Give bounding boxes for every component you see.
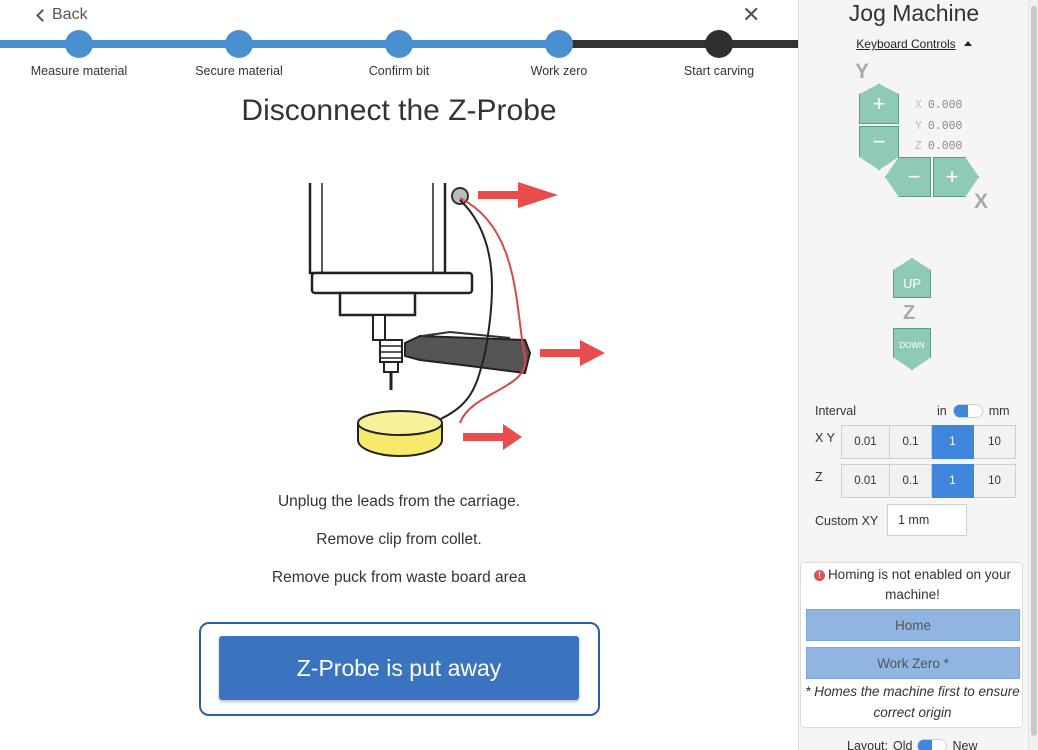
homing-note: * Homes the machine first to ensure corr… xyxy=(805,684,1020,720)
interval-label: Interval xyxy=(815,404,856,418)
z-interval-label: Z xyxy=(815,470,823,484)
step-dot xyxy=(545,30,573,58)
back-label: Back xyxy=(52,6,88,23)
step-label: Confirm bit xyxy=(368,64,430,78)
jog-x-minus-button[interactable]: − xyxy=(885,157,931,197)
work-zero-button[interactable]: Work Zero * xyxy=(806,647,1020,679)
unit-toggle[interactable] xyxy=(952,404,983,418)
layout-label: Layout: xyxy=(847,739,889,750)
plus-icon: + xyxy=(945,164,959,189)
minus-icon: − xyxy=(872,129,886,154)
step-work-zero: Work zero xyxy=(479,30,639,78)
axis-x-label: X xyxy=(974,190,989,213)
stepper-track-complete xyxy=(0,40,560,48)
step-secure-material: Secure material xyxy=(159,30,319,78)
pos-z-value: 0.000 xyxy=(927,140,963,153)
jog-y-minus-button[interactable]: − xyxy=(859,126,899,170)
step-confirm-bit: Confirm bit xyxy=(319,30,479,78)
xy-interval-option[interactable]: 0.1 xyxy=(890,425,932,459)
homing-warning: !Homing is not enabled on your machine! xyxy=(801,565,1024,605)
step-label: Measure material xyxy=(30,64,128,78)
unit-in-label: in xyxy=(937,404,947,418)
custom-xy-label: Custom XY xyxy=(815,514,879,528)
z-interval-option[interactable]: 10 xyxy=(974,464,1016,498)
layout-new-label: New xyxy=(952,739,978,750)
step-dot xyxy=(705,30,733,58)
step-dot xyxy=(225,30,253,58)
layout-switch: Layout: Old New xyxy=(847,739,977,750)
keyboard-controls-toggle[interactable]: Keyboard Controls xyxy=(799,37,1029,51)
instruction-item: Unplug the leads from the carriage. xyxy=(277,493,521,510)
minus-icon: − xyxy=(907,164,921,189)
xy-interval-option-selected[interactable]: 1 xyxy=(932,425,974,459)
warning-icon: ! xyxy=(813,570,825,581)
xy-interval-option[interactable]: 10 xyxy=(974,425,1016,459)
jog-panel: Jog Machine Keyboard Controls Y X + − − … xyxy=(798,0,1028,750)
jog-z-up-button[interactable]: UP xyxy=(893,258,931,298)
home-button[interactable]: Home xyxy=(806,609,1020,641)
panel-scrollbar[interactable] xyxy=(1028,0,1038,750)
axis-z-label: Z xyxy=(903,302,916,324)
caret-up-icon xyxy=(963,41,972,46)
xy-interval-label: X Y xyxy=(815,431,835,445)
toggle-knob xyxy=(918,740,931,750)
stepper-track-remaining xyxy=(560,40,798,48)
instruction-list: Unplug the leads from the carriage. Remo… xyxy=(0,492,798,606)
step-label: Start carving xyxy=(683,64,755,78)
pos-y-value: 0.000 xyxy=(927,119,963,133)
custom-xy-input[interactable] xyxy=(887,504,967,536)
layout-toggle[interactable] xyxy=(917,739,948,750)
homing-warning-text: Homing is not enabled on your machine! xyxy=(827,567,1012,602)
jog-y-plus-button[interactable]: + xyxy=(859,84,899,124)
jog-z-down-button[interactable]: DOWN xyxy=(893,328,931,370)
position-readout: X 0.000 Y 0.000 Z 0.000 xyxy=(915,96,962,158)
step-start-carving: Start carving xyxy=(639,30,799,78)
progress-stepper: Measure material Secure material Confirm… xyxy=(0,30,798,80)
toggle-knob xyxy=(953,405,966,417)
pos-y-key: Y xyxy=(915,119,922,133)
confirm-focus-ring: Z-Probe is put away xyxy=(199,622,600,716)
keyboard-controls-label: Keyboard Controls xyxy=(856,37,956,51)
pos-x-key: X xyxy=(915,99,922,112)
page-title: Disconnect the Z-Probe xyxy=(241,94,557,127)
zprobe-illustration xyxy=(308,182,605,457)
step-dot xyxy=(385,30,413,58)
homing-panel: !Homing is not enabled on your machine! … xyxy=(800,562,1023,728)
arrow-right-icon xyxy=(478,182,558,208)
arrow-right-icon xyxy=(463,424,522,450)
step-measure-material: Measure material xyxy=(0,30,159,78)
close-icon: ✕ xyxy=(742,2,761,27)
instruction-item: Remove puck from waste board area xyxy=(271,569,527,586)
pos-z-key: Z xyxy=(915,140,922,153)
axis-y-label: Y xyxy=(855,60,870,83)
unit-mm-label: mm xyxy=(988,404,1010,418)
unit-switch: in mm xyxy=(937,404,1010,418)
z-interval-option[interactable]: 0.01 xyxy=(841,464,890,498)
jog-x-plus-button[interactable]: + xyxy=(933,157,979,197)
plus-icon: + xyxy=(872,91,886,116)
zprobe-put-away-button[interactable]: Z-Probe is put away xyxy=(219,636,579,700)
pos-x-value: 0.000 xyxy=(927,99,963,112)
z-up-label: UP xyxy=(902,275,922,291)
close-button[interactable]: ✕ xyxy=(742,4,760,26)
step-label: Secure material xyxy=(195,64,283,78)
back-button[interactable]: Back xyxy=(36,6,88,24)
instruction-item: Remove clip from collet. xyxy=(316,531,482,548)
xy-interval-group: 0.01 0.1 1 10 xyxy=(841,425,1016,459)
z-interval-option-selected[interactable]: 1 xyxy=(932,464,974,498)
layout-old-label: Old xyxy=(893,739,913,750)
arrow-right-icon xyxy=(540,340,605,366)
scrollbar-thumb[interactable] xyxy=(1031,6,1037,736)
step-dot xyxy=(65,30,93,58)
chevron-left-icon xyxy=(36,9,49,22)
jog-title: Jog Machine xyxy=(848,0,980,26)
step-label: Work zero xyxy=(530,64,588,78)
setup-wizard: Back ✕ Measure material Secure material … xyxy=(0,3,798,716)
z-interval-option[interactable]: 0.1 xyxy=(890,464,932,498)
z-down-label: DOWN xyxy=(899,341,925,350)
z-interval-group: 0.01 0.1 1 10 xyxy=(841,464,1016,498)
xy-interval-option[interactable]: 0.01 xyxy=(841,425,890,459)
